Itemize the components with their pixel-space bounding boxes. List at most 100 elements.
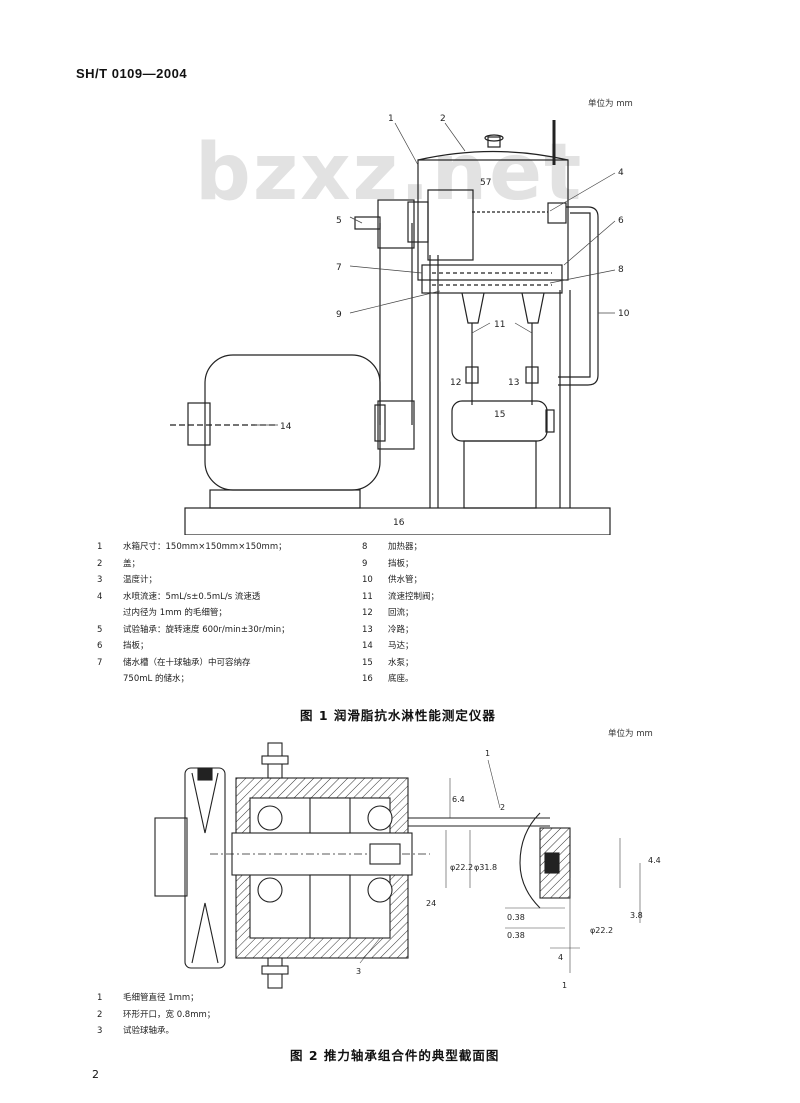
legend-num: 10	[362, 575, 373, 585]
dim-4: 4	[558, 953, 563, 962]
bearing-ball	[257, 877, 283, 903]
figure1-caption: 图 1 润滑脂抗水淋性能测定仪器	[300, 708, 496, 723]
legend-num: 3	[97, 1026, 103, 1036]
callout-7: 7	[336, 263, 342, 273]
callout-14: 14	[280, 422, 292, 432]
callout-2: 2	[440, 114, 446, 124]
legend-row: 9 挡板；	[362, 556, 439, 573]
legend-num: 13	[362, 624, 373, 635]
dimension-57: 57	[480, 178, 491, 188]
legend-num: 14	[362, 641, 373, 651]
legend-row: 7 储水槽（在十球轴承）中可容纳存	[97, 655, 290, 672]
legend-row: 3 试验球轴承。	[97, 1023, 215, 1040]
water-tank	[417, 159, 569, 281]
legend-row: 15 水泵；	[362, 655, 439, 672]
legend-num: 15	[362, 657, 373, 668]
legend-text: 毛细管直径 1mm；	[123, 993, 199, 1003]
dim-0-38-b: 0.38	[507, 931, 525, 940]
fig2-callout-3: 3	[356, 967, 361, 976]
dim-4-4: 4.4	[648, 856, 661, 865]
callout-12: 12	[450, 378, 461, 388]
legend-text: 水泵；	[388, 657, 414, 668]
legend-num: 1	[97, 542, 103, 552]
legend-row: 1 毛细管直径 1mm；	[97, 990, 215, 1007]
legend-num	[97, 671, 123, 688]
legend-text: 马达；	[388, 641, 414, 651]
legend-row: 10 供水管；	[362, 572, 439, 589]
figure1-unit-note: 单位为 mm	[588, 99, 633, 109]
legend-row: 过内径为 1mm 的毛细管；	[97, 605, 290, 622]
document-code: SH/T 0109—2004	[76, 66, 188, 81]
motor-body	[204, 354, 381, 491]
callout-15: 15	[494, 410, 505, 420]
callout-13: 13	[508, 378, 519, 388]
bearing-pulley	[377, 199, 415, 249]
legend-num: 7	[97, 657, 103, 668]
legend-row: 2 环形开口，宽 0.8mm；	[97, 1007, 215, 1024]
pump	[451, 400, 548, 442]
legend-text: 水箱尺寸：150mm×150mm×150mm；	[123, 542, 287, 552]
legend-text: 冷路；	[388, 624, 414, 635]
bearing-ball	[367, 877, 393, 903]
dim-6-4: 6.4	[452, 795, 465, 804]
legend-num: 16	[362, 674, 373, 684]
motor-pulley	[377, 400, 415, 450]
legend-num: 8	[362, 542, 368, 552]
callout-9: 9	[336, 310, 342, 320]
bearing-housing	[427, 189, 474, 261]
dim-0-38-a: 0.38	[507, 913, 525, 922]
dim-1: 1	[562, 981, 567, 990]
legend-row: 14 马达；	[362, 638, 439, 655]
legend-text: 底座。	[388, 674, 414, 684]
legend-num: 9	[362, 558, 368, 569]
bearing-ball	[367, 805, 393, 831]
legend-text: 储水槽（在十球轴承）中可容纳存	[123, 657, 251, 668]
legend-text: 750mL 的储水；	[123, 674, 189, 684]
callout-5: 5	[336, 216, 342, 226]
legend-num: 4	[97, 591, 103, 602]
fig2-callout-1: 1	[485, 749, 490, 758]
figure2-caption: 图 2 推力轴承组合件的典型截面图	[290, 1048, 500, 1063]
legend-row: 13 冷路；	[362, 622, 439, 639]
watermark: bzxz.net	[195, 128, 584, 218]
legend-text: 挡板；	[123, 641, 149, 651]
pulley	[184, 767, 226, 969]
callout-8: 8	[618, 265, 624, 275]
lid-knob	[487, 136, 501, 148]
supply-pipe	[558, 206, 599, 386]
callout-4: 4	[618, 168, 624, 178]
legend-text: 环形开口，宽 0.8mm；	[123, 1009, 216, 1020]
legend-num: 2	[97, 1009, 103, 1020]
legend-row: 12 回流；	[362, 605, 439, 622]
legend-text: 回流；	[388, 608, 414, 618]
legend-num	[97, 605, 123, 622]
base-plate	[184, 507, 611, 535]
dim-3-8: 3.8	[630, 911, 643, 920]
callout-16: 16	[393, 518, 405, 528]
legend-num: 3	[97, 575, 103, 585]
legend-num: 1	[97, 993, 103, 1003]
dim-phi31-8: φ31.8	[474, 863, 497, 872]
legend-text: 过内径为 1mm 的毛细管；	[123, 608, 227, 618]
legend-num: 12	[362, 608, 373, 618]
legend-num: 5	[97, 624, 103, 635]
callout-6: 6	[618, 216, 624, 226]
motor-feet	[209, 489, 361, 509]
legend-text: 加热器；	[388, 542, 423, 552]
figure2-legend: 1 毛细管直径 1mm； 2 环形开口，宽 0.8mm； 3 试验球轴承。	[97, 990, 215, 1040]
page-number: 2	[92, 1068, 99, 1081]
legend-text: 供水管；	[388, 575, 423, 585]
legend-row: 5 试验轴承：旋转速度 600r/min±30r/min；	[97, 622, 290, 639]
legend-text: 试验球轴承。	[123, 1026, 175, 1036]
legend-text: 试验轴承：旋转速度 600r/min±30r/min；	[123, 624, 290, 635]
legend-text: 盖；	[123, 558, 141, 569]
fig2-callout-2: 2	[500, 803, 505, 812]
legend-text: 挡板；	[388, 558, 414, 569]
reservoir	[421, 264, 563, 294]
